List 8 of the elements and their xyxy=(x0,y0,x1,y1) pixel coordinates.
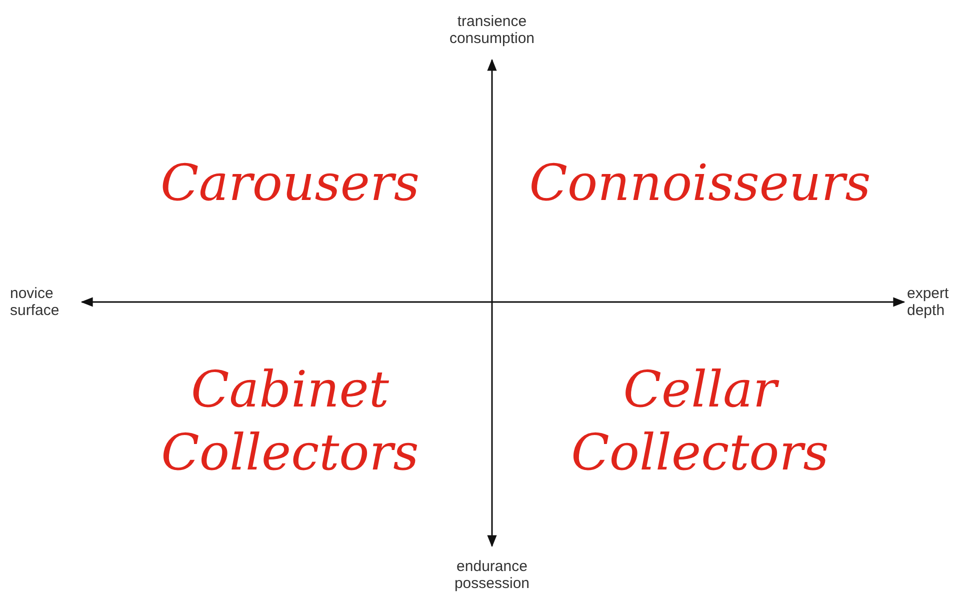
axis-label: novice surface xyxy=(10,284,60,320)
quadrant-label: Cellar Collectors xyxy=(570,360,830,483)
quadrant-label: Connoisseurs xyxy=(528,152,872,214)
axis-label: expert depth xyxy=(907,284,950,320)
quadrant-label: Carousers xyxy=(159,152,421,214)
quadrant-label: Cabinet Collectors xyxy=(160,360,420,483)
axis-label: endurance possession xyxy=(453,558,531,592)
axis-label: transience consumption xyxy=(448,12,536,48)
